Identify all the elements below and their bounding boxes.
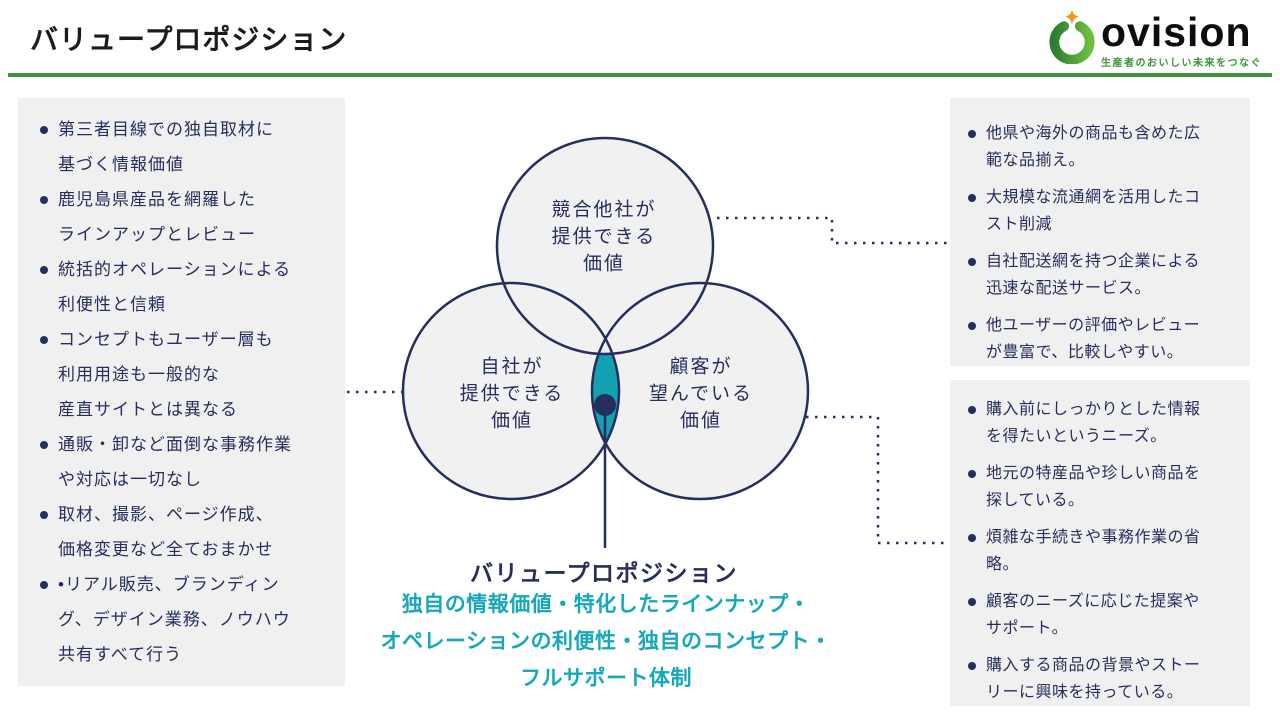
ovision-logo: ovision 生産者のおいしい未来をつなぐ (1049, 8, 1262, 69)
list-item: 鹿児島県産品を網羅した ラインアップとレビュー (30, 182, 335, 252)
customer-circle-label: 顧客が 望んでいる 価値 (648, 356, 754, 432)
customer-value-circle (590, 281, 810, 501)
bullet-icon (968, 194, 976, 202)
list-item: 自社配送網を持つ企業による 迅速な配送サービス。 (964, 248, 1240, 302)
bullet-icon (968, 534, 976, 542)
list-item: 通販・卸など面倒な事務作業 や対応は一切なし (30, 427, 335, 497)
company-strengths-list: 第三者目線での独自取材に 基づく情報価値 鹿児島県産品を網羅した ラインアップと… (30, 112, 335, 672)
list-item: 第三者目線での独自取材に 基づく情報価値 (30, 112, 335, 182)
list-item: コンセプトもユーザー層も 利用用途も一般的な 産直サイトとは異なる (30, 322, 335, 427)
list-item: 煩雑な手続きや事務作業の省 略。 (964, 524, 1240, 578)
bullet-icon (968, 662, 976, 670)
competitor-circle-label: 競合他社が 提供できる 価値 (551, 199, 657, 275)
list-item-text: •リアル販売、ブランディン グ、デザイン業務、ノウハウ 共有すべて行う (58, 575, 291, 664)
value-proposition-description: 独自の情報価値・特化したラインナップ・ オペレーションの利便性・独自のコンセプト… (380, 593, 832, 690)
bullet-icon (40, 196, 48, 204)
bullet-icon (40, 336, 48, 344)
connector-top-right-dotted (717, 216, 949, 245)
overlap-marker-dot (594, 394, 616, 416)
list-item: 他ユーザーの評価やレビュー が豊富で、比較しやすい。 (964, 312, 1240, 366)
list-item: 統括的オペレーションによる 利便性と信頼 (30, 252, 335, 322)
list-item-text: 統括的オペレーションによる 利便性と信頼 (58, 260, 292, 314)
list-item-text: 購入前にしっかりとした情報 を得たいというニーズ。 (986, 401, 1201, 445)
list-item-text: 第三者目線での独自取材に 基づく情報価値 (58, 120, 274, 174)
competitor-value-list: 他県や海外の商品も含めた広 範な品揃え。 大規模な流通網を活用したコ スト削減 … (964, 120, 1240, 366)
list-item-text: コンセプトもユーザー層も 利用用途も一般的な 産直サイトとは異なる (58, 330, 274, 419)
competitor-value-circle (495, 136, 715, 356)
list-item-text: 通販・卸など面倒な事務作業 や対応は一切なし (58, 435, 292, 489)
list-item-text: 地元の特産品や珍しい商品を 探している。 (986, 465, 1201, 509)
bullet-icon (968, 322, 976, 330)
list-item-text: 煩雑な手続きや事務作業の省 略。 (986, 529, 1201, 573)
connector-bottom-right-dotted (806, 415, 949, 545)
list-item-text: 大規模な流通網を活用したコ スト削減 (986, 189, 1201, 233)
list-item-text: 他ユーザーの評価やレビュー が豊富で、比較しやすい。 (986, 317, 1201, 361)
logo-wordmark: ovision (1101, 9, 1252, 55)
customer-value-circle-fill (592, 283, 808, 499)
ovision-logo-icon (1049, 8, 1095, 64)
competitor-value-panel: 他県や海外の商品も含めた広 範な品揃え。 大規模な流通網を活用したコ スト削減 … (950, 98, 1250, 366)
bullet-icon (40, 441, 48, 449)
bullet-icon (40, 126, 48, 134)
logo-ring (1049, 21, 1095, 64)
logo-sparkle-icon (1065, 8, 1079, 25)
bullet-icon (40, 511, 48, 519)
value-proposition-heading: バリュープロポジション (469, 560, 739, 586)
list-item: 顧客のニーズに応じた提案や サポート。 (964, 588, 1240, 642)
customer-needs-list: 購入前にしっかりとした情報 を得たいというニーズ。 地元の特産品や珍しい商品を … (964, 396, 1240, 706)
list-item-text: 購入する商品の背景やストー リーに興味を持っている。 (986, 657, 1201, 701)
list-item-text: 鹿児島県産品を網羅した ラインアップとレビュー (58, 190, 256, 244)
list-item: 他県や海外の商品も含めた広 範な品揃え。 (964, 120, 1240, 174)
bullet-icon (968, 258, 976, 266)
bullet-icon (968, 406, 976, 414)
bullet-icon (968, 598, 976, 606)
list-item-text: 取材、撮影、ページ作成、 価格変更など全ておまかせ (58, 505, 274, 559)
bullet-icon (968, 130, 976, 138)
company-circle-label: 自社が 提供できる 価値 (459, 356, 565, 432)
page-title: バリュープロポジション (30, 24, 348, 55)
bullet-icon (968, 470, 976, 478)
list-item: 購入前にしっかりとした情報 を得たいというニーズ。 (964, 396, 1240, 450)
list-item: 大規模な流通網を活用したコ スト削減 (964, 184, 1240, 238)
company-strengths-panel: 第三者目線での独自取材に 基づく情報価値 鹿児島県産品を網羅した ラインアップと… (18, 98, 345, 686)
customer-needs-panel: 購入前にしっかりとした情報 を得たいというニーズ。 地元の特産品や珍しい商品を … (950, 380, 1250, 706)
logo-tagline: 生産者のおいしい未来をつなぐ (1101, 58, 1262, 69)
bullet-icon (40, 581, 48, 589)
list-item-text: 顧客のニーズに応じた提案や サポート。 (986, 593, 1200, 637)
list-item-text: 他県や海外の商品も含めた広 範な品揃え。 (986, 125, 1201, 169)
list-item: •リアル販売、ブランディン グ、デザイン業務、ノウハウ 共有すべて行う (30, 567, 335, 672)
list-item-text: 自社配送網を持つ企業による 迅速な配送サービス。 (986, 253, 1201, 297)
company-value-circle-fill (403, 283, 619, 499)
list-item: 購入する商品の背景やストー リーに興味を持っている。 (964, 652, 1240, 706)
bullet-icon (40, 266, 48, 274)
list-item: 取材、撮影、ページ作成、 価格変更など全ておまかせ (30, 497, 335, 567)
list-item: 地元の特産品や珍しい商品を 探している。 (964, 460, 1240, 514)
header-divider-line (8, 73, 1272, 77)
